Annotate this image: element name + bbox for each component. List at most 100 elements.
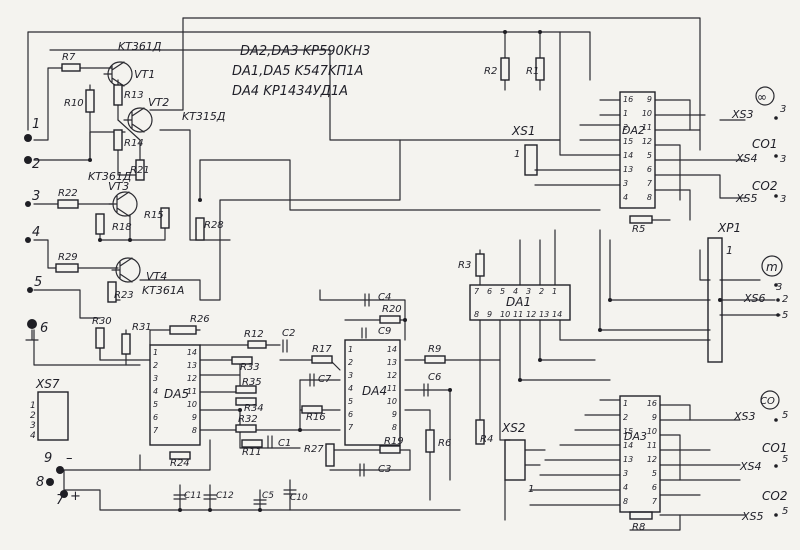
capacitor-c2-body	[282, 339, 288, 353]
resistor-r6-label: R6	[438, 438, 451, 449]
xs6-label: XS6	[743, 292, 766, 305]
resistor-r4-body	[475, 419, 485, 445]
capacitor-c12-label: C12	[216, 491, 234, 501]
resistor-r35-body	[235, 385, 257, 394]
resistor-r9-body	[424, 355, 446, 364]
co1-bottom-label: CO1	[762, 441, 787, 455]
capacitor-c3-body	[359, 463, 365, 477]
pin-number: 10	[500, 310, 510, 319]
resistor-r34-label: R34	[244, 403, 264, 414]
pin-number: 1	[153, 348, 158, 357]
resistor-r21-body	[135, 159, 145, 181]
resistor-r12-body	[247, 340, 267, 349]
capacitor-c10-label: C10	[290, 493, 308, 503]
pin-number: 14	[552, 310, 562, 319]
resistor-r22-label: R22	[58, 188, 78, 199]
resistor-r10-label: R10	[64, 98, 84, 109]
xs4-bottom-label: XS4	[739, 460, 762, 473]
resistor-r17-body	[311, 355, 333, 364]
resistor-r13-label: R13	[124, 90, 144, 101]
resistor-r4-label: R4	[480, 434, 493, 445]
connector-xs2-pin: 1	[528, 484, 534, 495]
resistor-r9-label: R9	[428, 344, 441, 355]
resistor-r18-body	[95, 213, 105, 235]
pin-number: 13	[623, 165, 633, 174]
xs5-bottom-label: XS5	[741, 510, 764, 523]
xs4-bottom-terminal	[774, 464, 778, 468]
terminal-label-plus: +	[70, 489, 81, 504]
resistor-r20-body	[379, 315, 401, 324]
pin-number: 4	[623, 483, 628, 492]
vt4-label: VT4	[146, 270, 167, 283]
pin-number: 3	[623, 179, 628, 188]
resistor-r14-body	[113, 129, 123, 151]
resistor-r26-body	[169, 325, 197, 335]
pin-number: 12	[642, 137, 652, 146]
terminal-label-8: 8	[36, 475, 44, 490]
resistor-r22-body	[57, 199, 79, 209]
chip-da1-body	[469, 284, 571, 321]
connector-xs2-label: XS2	[501, 421, 525, 435]
capacitor-c5-body	[253, 499, 267, 505]
wiring	[27, 17, 781, 531]
terminal-6	[27, 319, 37, 329]
pin-number: 3	[526, 287, 531, 296]
note-line-3: DA4 KP1434УД1A	[232, 84, 348, 99]
pin-number: 6	[652, 483, 657, 492]
pin-number: 14	[623, 441, 633, 450]
pin-number: 9	[647, 95, 652, 104]
pin-number: 13	[187, 361, 197, 370]
pin-number: 10	[387, 397, 397, 406]
xs4-top-num: 3	[780, 154, 786, 165]
co1-top-label: CO1	[752, 137, 777, 151]
pin-number: 12	[387, 371, 397, 380]
resistor-r33-label: R33	[240, 362, 260, 373]
pin-number: 1	[623, 399, 628, 408]
resistor-r23-body	[107, 281, 117, 303]
pin-number: 11	[187, 387, 197, 396]
xp1-top-terminal	[774, 283, 778, 287]
capacitor-c2-label: C2	[282, 328, 295, 339]
resistor-r7-label: R7	[62, 52, 76, 63]
resistor-r29-label: R29	[58, 252, 78, 263]
pin-number: 9	[487, 310, 492, 319]
pin-number: 9	[192, 413, 197, 422]
connector-xp1: XP1 1	[707, 221, 741, 363]
pin-number: 1	[348, 345, 353, 354]
terminal-2	[24, 156, 32, 164]
co2-bottom-label: CO2	[762, 489, 787, 503]
transistor-vt2: KT315Д VT2	[123, 96, 226, 133]
resistor-r16-label: R16	[306, 412, 326, 423]
vt4-type: KT361A	[142, 284, 184, 297]
note-line-1: DA2,DA3 KP590KH3	[240, 44, 370, 59]
connector-xp1-label: XP1	[717, 221, 741, 235]
pin-number: 3	[623, 469, 628, 478]
transistor-vt3: KT361Д VT3	[88, 170, 138, 217]
pin-number: 6	[487, 287, 492, 296]
xs4-top-terminal	[774, 154, 778, 158]
pin-number: 3	[153, 374, 158, 383]
pin-number: 9	[392, 410, 397, 419]
pin-number: 1	[552, 287, 557, 296]
xs5-bottom-terminal	[774, 513, 778, 517]
pin-number: 14	[387, 345, 397, 354]
resistor-r3-body	[475, 253, 485, 277]
capacitor-c1-body	[267, 435, 273, 449]
capacitor-c4-body	[364, 293, 370, 307]
xs5-bottom-num: 5	[782, 506, 788, 517]
resistor-r8-body	[629, 511, 653, 520]
vt1-type: KT361Д	[118, 40, 162, 53]
pin-number: 8	[192, 426, 197, 435]
resistor-r5-body	[629, 215, 653, 224]
pin-number: 8	[623, 497, 628, 506]
pin-number: 13	[623, 455, 633, 464]
terminal-9	[56, 466, 64, 474]
pin-number: 10	[647, 427, 657, 436]
outputs-bottom: CO XS3 5 CO1 XS4 5 CO2 XS5 5	[733, 390, 788, 523]
